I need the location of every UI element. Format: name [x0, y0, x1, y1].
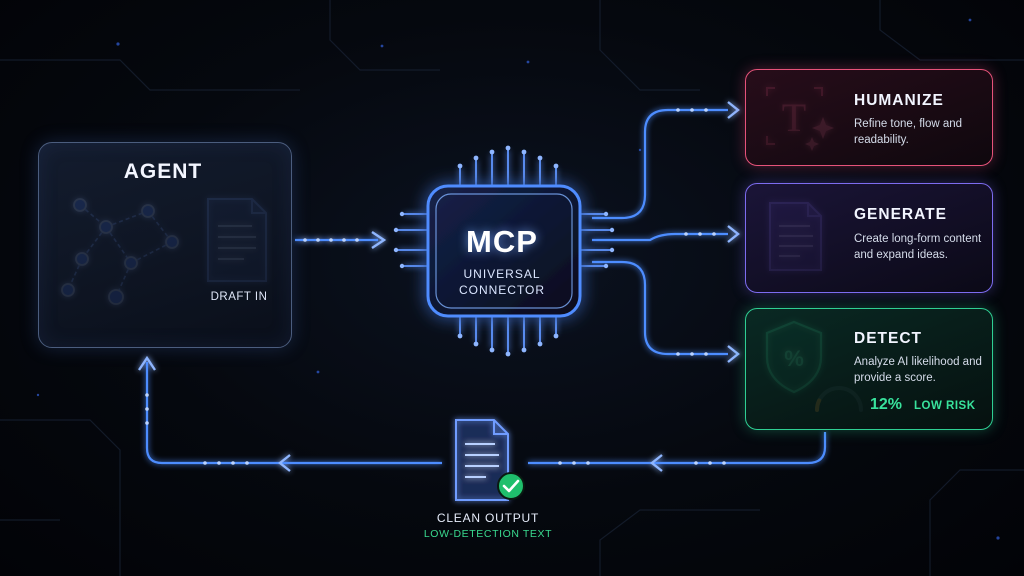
mcp-chip: [393, 145, 615, 357]
clean-output-label: CLEAN OUTPUT: [436, 511, 540, 525]
mcp-to-cards-connectors: [592, 101, 740, 363]
agent-title: AGENT: [123, 160, 203, 183]
agent-to-mcp-connector: [295, 231, 387, 249]
generate-description: Create long-form content and expand idea…: [854, 233, 982, 261]
risk-level: LOW RISK: [914, 400, 976, 412]
mcp-title: MCP: [466, 224, 538, 259]
mcp-subtitle: UNIVERSAL CONNECTOR: [432, 266, 572, 298]
chip-pins: [398, 150, 610, 352]
draft-in-label: DRAFT IN: [210, 291, 268, 303]
humanize-title: HUMANIZE: [854, 92, 944, 109]
connector-dots: [676, 108, 716, 356]
humanize-card: HUMANIZE Refine tone, flow and readabili…: [745, 69, 993, 166]
return-loop-connector: [138, 355, 827, 472]
generate-card: GENERATE Create long-form content and ex…: [745, 183, 993, 293]
detect-card: DETECT Analyze AI likelihood and provide…: [745, 308, 993, 430]
mcp-subtitle-line2: CONNECTOR: [458, 283, 546, 297]
detection-score: 12%: [870, 396, 903, 413]
check-icon: [497, 472, 525, 500]
clean-output-document-icon: [455, 419, 509, 501]
agent-panel: [38, 142, 292, 348]
background-sparkles: [36, 18, 1000, 540]
humanize-description: Refine tone, flow and readability.: [854, 118, 963, 146]
detect-title: DETECT: [854, 330, 922, 347]
detect-description: Analyze AI likelihood and provide a scor…: [854, 356, 982, 384]
mcp-subtitle-line1: UNIVERSAL: [463, 267, 541, 281]
clean-output-sublabel: LOW-DETECTION TEXT: [423, 528, 553, 540]
return-loop-dots: [145, 393, 726, 465]
generate-title: GENERATE: [854, 206, 947, 223]
